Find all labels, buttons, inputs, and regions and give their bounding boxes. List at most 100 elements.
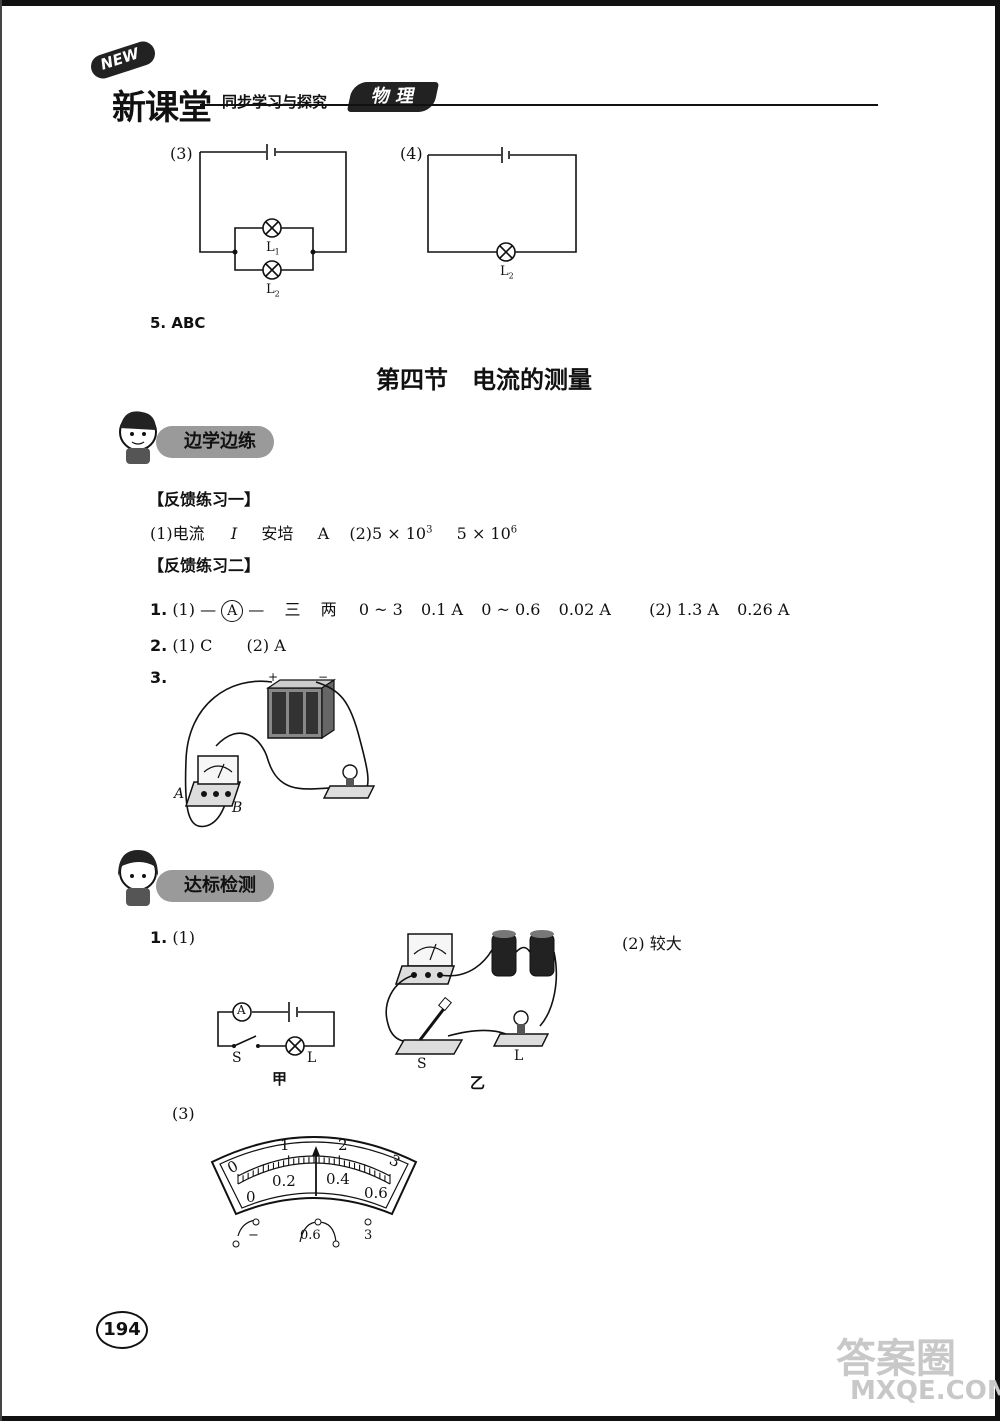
fb1-value2: 5 × 10 [456, 524, 511, 543]
fb2-q1-part2: (2) 1.3 A [649, 600, 719, 619]
ammeter-device-icon [184, 755, 242, 807]
mascot-girl-icon [118, 850, 158, 906]
answer-5: 5. ABC [150, 314, 206, 332]
fb2-q1-three: 三 [284, 600, 301, 619]
dial-terminal-3: 3 [364, 1228, 373, 1243]
fb1-ampere: 安培 [261, 524, 294, 543]
dial-terminals-icon [232, 1218, 372, 1248]
yi-ammeter-icon [394, 933, 456, 985]
dial-upper-1: 1 [280, 1136, 290, 1154]
yi-bulb-icon [492, 1010, 550, 1047]
feedback2-title: 【反馈练习二】 [148, 556, 261, 575]
test-q1-part2: (2) 较大 [622, 934, 682, 953]
circuit-3-label: (3) [170, 144, 193, 163]
fb2-q1-div2: 0.02 A [558, 600, 611, 619]
header-rule [200, 104, 878, 106]
dial-pointer-icon [312, 1146, 320, 1196]
lamp-l2-symbol [262, 260, 282, 280]
lamp-c4-letter: L [500, 264, 509, 279]
fb1-unit-a: A [317, 524, 330, 543]
yi-caption: 乙 [470, 1074, 486, 1092]
circuit-3-lamp2-label: L2 [266, 282, 280, 299]
yi-lamp-label: L [514, 1048, 524, 1064]
lamp-l1-letter: L [266, 240, 275, 255]
dial-lower-3: 0.6 [364, 1184, 388, 1202]
dial-inner-frame [219, 1141, 409, 1209]
fb2-q1-range2: 0 ~ 0.6 [481, 600, 541, 619]
test-q3-label: (3) [172, 1104, 195, 1123]
dial-ticks [237, 1155, 391, 1184]
circuit-4-label: (4) [400, 144, 423, 163]
fb1-value2-exp: 6 [510, 524, 518, 536]
q3-point-b: B [232, 800, 243, 816]
lamp-l2-symbol-c4 [496, 242, 516, 262]
fb2-q2-b: (2) A [246, 636, 286, 655]
practice-heading: 边学边练 [156, 426, 274, 458]
fb2-q1-part2b: 0.26 A [737, 600, 790, 619]
lamp-c4-sub: 2 [508, 271, 514, 281]
dial-outer-frame [210, 1136, 418, 1216]
dial-lower-0: 0 [246, 1188, 256, 1206]
watermark-url: MXQE.COM [850, 1376, 1000, 1406]
jia-ammeter-symbol [232, 1002, 252, 1022]
battery-pack-icon [266, 678, 336, 740]
dial-lower-2: 0.4 [326, 1170, 350, 1188]
header: NEW 新课堂 同步学习与探究 物 理 [0, 0, 1000, 130]
jia-lamp-symbol [285, 1036, 305, 1056]
page-border-top [0, 0, 1000, 6]
circuit-3-lamp1-label: L1 [266, 240, 280, 257]
dial-terminal-negative: − [248, 1228, 259, 1243]
fb2-q2: 2. (1) C (2) A [150, 636, 286, 655]
jia-caption: 甲 [272, 1070, 288, 1088]
yi-switch-label: S [417, 1056, 427, 1072]
lamp-l2-letter: L [266, 282, 275, 297]
page-border-right [995, 0, 1000, 1421]
circuit-4-lamp-label: L2 [500, 264, 514, 281]
jia-switch-label: S [232, 1050, 242, 1066]
feedback1-title: 【反馈练习一】 [148, 490, 261, 509]
fb2-q1-num: 1. [150, 600, 168, 619]
yi-battery-icon [491, 930, 555, 977]
test-heading: 达标检测 [156, 870, 274, 902]
test-q1: 1. (1) [150, 928, 195, 947]
page-border-left [0, 0, 2, 1421]
ammeter-symbol: A [221, 600, 244, 622]
watermark-logo: 答案圈 [836, 1336, 956, 1382]
fb1-current: (1)电流 [150, 524, 205, 543]
fb2-q1-two: 两 [320, 600, 337, 619]
mascot-boy-icon [119, 411, 157, 464]
dial-terminal-0-6: 0.6 [300, 1228, 321, 1243]
lamp-l1-sub: 1 [274, 247, 280, 257]
fb2-q2-num: 2. [150, 636, 168, 655]
q3-minus: − [318, 670, 329, 684]
page-number: 194 [96, 1311, 148, 1349]
circuit-3-diagram [199, 144, 347, 280]
lamp-l1-symbol [262, 218, 282, 238]
fb2-q2-a: (1) C [172, 636, 213, 655]
test-q1-num: 1. [150, 928, 168, 947]
brand-title: 新课堂 [112, 88, 212, 128]
fb2-q1-range1: 0 ~ 3 [358, 600, 403, 619]
jia-lamp-label: L [307, 1050, 317, 1066]
fb1-symbol-i: I [230, 524, 238, 543]
q3-point-a: A [174, 786, 185, 802]
yi-switch-icon [394, 996, 464, 1055]
fb2-q1-part1: (1) — [172, 600, 217, 619]
bulb-on-stand-icon [322, 764, 376, 799]
page-border-bottom [0, 1416, 1000, 1421]
fb2-q3-num: 3. [150, 668, 168, 687]
fb2-q1-dash: — [248, 600, 265, 619]
section-title: 第四节 电流的测量 [376, 366, 592, 394]
feedback1-answer: (1)电流 I 安培 A (2)5 × 103 5 × 106 [150, 520, 517, 544]
brand-subtitle: 同步学习与探究 [222, 93, 328, 111]
q3-plus: + [268, 670, 279, 684]
fb2-q1-div1: 0.1 A [420, 600, 464, 619]
fb1-value1-exp: 3 [426, 524, 433, 536]
